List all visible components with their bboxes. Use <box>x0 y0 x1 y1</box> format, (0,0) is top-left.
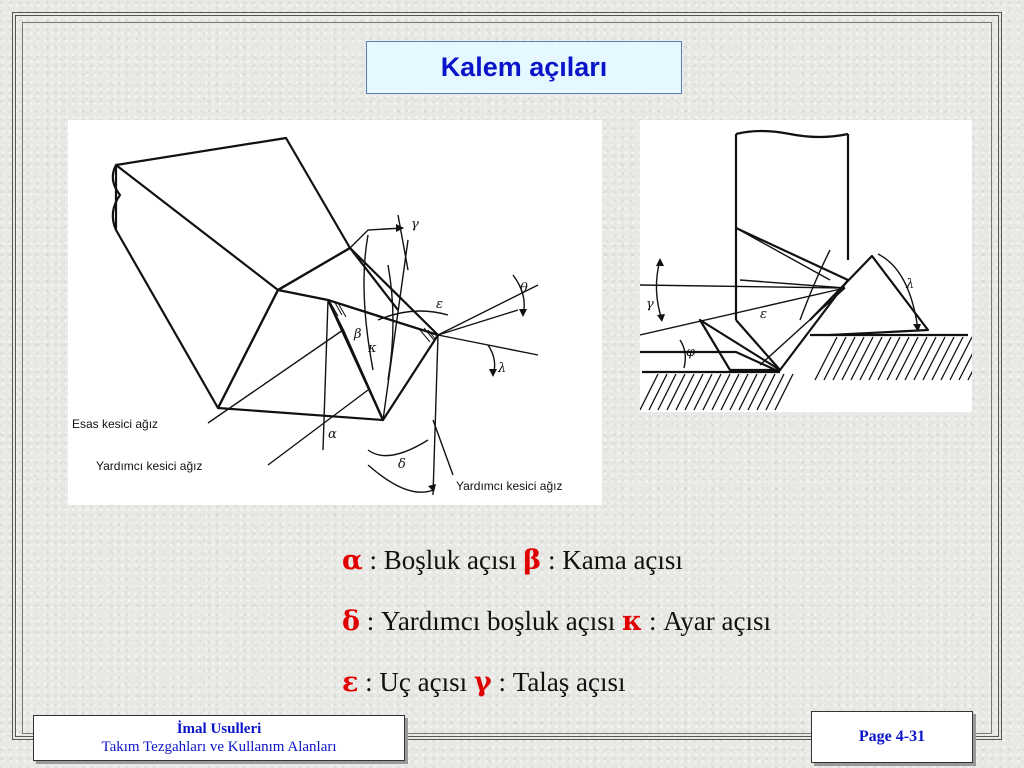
legend-text-delta: : Yardımcı boşluk açısı <box>360 606 623 636</box>
symbol-delta: δ <box>398 457 406 472</box>
slide-frame-inner <box>22 22 992 734</box>
footer-course-title: İmal Usulleri <box>176 721 262 737</box>
legend-symbol-beta: β <box>523 545 542 576</box>
symbol-beta: β <box>353 327 362 342</box>
label-main-cutting-edge: Esas kesici ağız <box>72 417 158 431</box>
slide-frame-outer <box>12 12 1002 740</box>
legend-text-epsilon: : Uç açısı <box>358 667 474 697</box>
legend-text-gamma: : Talaş açısı <box>491 667 626 697</box>
workpiece-hatching <box>640 336 972 411</box>
legend-symbol-epsilon: ε <box>342 667 359 698</box>
legend-symbol-kappa: κ <box>622 606 643 637</box>
angle-legend: α : Boşluk açısı β : Kama açısı δ : Yard… <box>342 530 942 713</box>
symbol-gamma: γ <box>411 217 419 232</box>
symbol-kappa: κ <box>367 341 377 356</box>
label-aux-cutting-edge-right: Yardımcı kesici ağız <box>456 479 562 493</box>
legend-row-2: δ : Yardımcı boşluk açısı κ : Ayar açısı <box>342 591 942 652</box>
symbol-epsilon: ε <box>436 297 443 312</box>
page-number: Page 4-31 <box>858 728 926 745</box>
symbol-right-gamma: γ <box>646 297 654 312</box>
slide-title: Kalem açıları <box>440 52 608 82</box>
symbol-right-epsilon: ε <box>760 307 767 322</box>
tool-angles-figure-left: Esas kesici ağız Yardımcı kesici ağız Ya… <box>68 120 602 505</box>
legend-symbol-alpha: α <box>342 545 363 576</box>
legend-symbol-gamma: γ <box>473 667 492 698</box>
legend-text-kappa: : Ayar açısı <box>642 606 771 636</box>
symbol-lambda: λ <box>497 361 506 376</box>
symbol-right-lambda: λ <box>905 277 914 292</box>
footer-course-box: İmal Usulleri Takım Tezgahları ve Kullan… <box>33 715 405 761</box>
slide-title-box: Kalem açıları <box>366 41 682 94</box>
tool-drawing-svg: Esas kesici ağız Yardımcı kesici ağız Ya… <box>72 136 562 496</box>
legend-row-1: α : Boşluk açısı β : Kama açısı <box>342 530 942 591</box>
symbol-theta: θ <box>520 281 528 296</box>
footer-page-box: Page 4-31 <box>811 711 973 763</box>
legend-text-beta: : Kama açısı <box>541 545 683 575</box>
legend-symbol-delta: δ <box>342 606 361 637</box>
section-drawing-svg: γ φ ε λ <box>640 129 972 411</box>
tool-angles-figure-right: γ φ ε λ <box>640 120 972 412</box>
legend-row-3: ε : Uç açısı γ : Talaş açısı <box>342 652 942 713</box>
label-aux-cutting-edge-left: Yardımcı kesici ağız <box>96 459 202 473</box>
symbol-right-phi: φ <box>686 345 696 360</box>
symbol-alpha: α <box>328 427 337 442</box>
footer-course-subtitle: Takım Tezgahları ve Kullanım Alanları <box>101 739 337 755</box>
legend-text-alpha: : Boşluk açısı <box>362 545 524 575</box>
